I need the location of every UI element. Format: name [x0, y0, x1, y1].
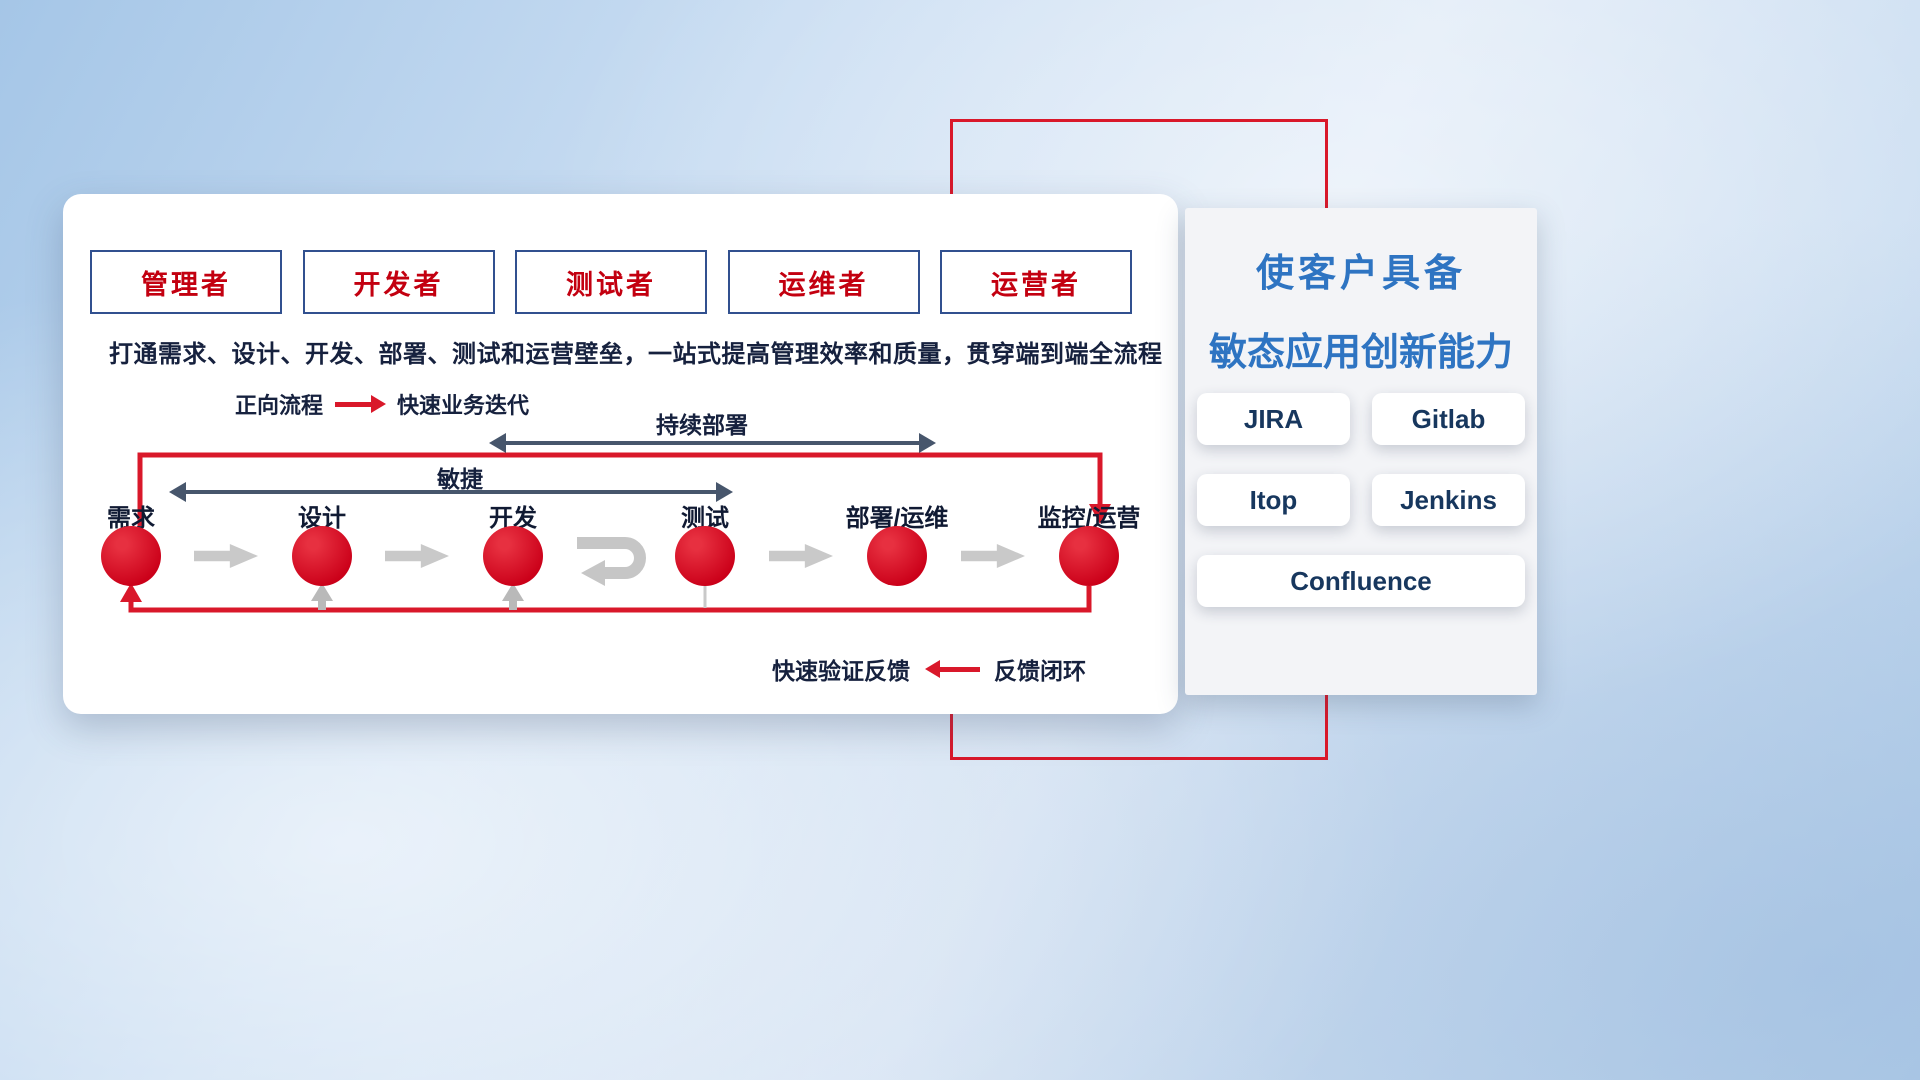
panel-title-line2: 敏态应用创新能力 — [1208, 332, 1513, 374]
legend-forward-label: 正向流程 — [235, 393, 324, 418]
stage-circle-deploy-ops — [867, 526, 927, 586]
dev-feedback-arrow-icon — [502, 583, 524, 601]
process-description: 打通需求、设计、开发、部署、测试和运营壁垒，一站式提高管理效率和质量，贯穿端到端… — [109, 341, 1163, 368]
feedback-loop-path — [128, 586, 1092, 613]
legend-feedback-value: 反馈闭环 — [994, 658, 1086, 684]
panel-title-line1: 使客户具备 — [1255, 253, 1466, 295]
stage-circle-monitor-operate — [1059, 526, 1119, 586]
stage-circle-requirements — [101, 526, 161, 586]
role-label: 运维者 — [778, 269, 869, 300]
agile-label: 敏捷 — [437, 466, 483, 492]
role-box-ops: 运维者 — [727, 250, 920, 314]
iteration-loop-icon — [577, 537, 646, 579]
role-label: 管理者 — [141, 269, 231, 300]
tool-chip-itop: Itop — [1197, 474, 1350, 526]
tool-chip-jenkins: Jenkins — [1372, 474, 1525, 526]
forward-loop-arrowhead-icon — [1089, 504, 1111, 524]
design-feedback-arrow-icon — [311, 583, 333, 601]
continuous-deploy-label: 持续部署 — [656, 412, 748, 438]
role-label: 测试者 — [566, 269, 656, 300]
roles-row: 管理者 开发者 测试者 运维者 运营者 — [90, 250, 1132, 314]
stage-circle-development — [483, 526, 543, 586]
continuous-deploy-arrow-icon — [506, 441, 919, 445]
legend-forward-flow: 正向流程 快速业务迭代 — [235, 388, 529, 420]
agile-arrow-icon — [186, 490, 716, 494]
forward-loop-path — [137, 452, 1103, 526]
legend-forward-value: 快速业务迭代 — [397, 393, 530, 418]
devops-flow-card: 管理者 开发者 测试者 运维者 运营者 打通需求、设计、开发、部署、测试和运营壁… — [63, 194, 1178, 714]
role-box-tester: 测试者 — [515, 250, 707, 314]
legend-feedback-loop: 快速验证反馈 反馈闭环 — [772, 652, 1086, 686]
iteration-loop-arrowhead-icon — [581, 560, 605, 586]
role-box-developer: 开发者 — [302, 250, 495, 314]
stage-circle-testing — [675, 526, 735, 586]
role-box-manager: 管理者 — [90, 250, 282, 314]
tool-chip-gitlab: Gitlab — [1372, 393, 1525, 445]
stage-circle-design — [292, 526, 352, 586]
flow-loop-overlay — [120, 452, 1111, 613]
tools-grid: JIRA Gitlab Itop Jenkins Confluence — [1197, 393, 1525, 607]
role-label: 运营者 — [991, 269, 1081, 300]
feedback-red-arrow-icon — [940, 666, 980, 672]
tool-chip-jira: JIRA — [1197, 393, 1350, 445]
tool-chip-confluence: Confluence — [1197, 555, 1525, 607]
role-box-operator: 运营者 — [940, 250, 1132, 314]
legend-feedback-label: 快速验证反馈 — [772, 658, 910, 684]
forward-red-arrow-icon — [335, 401, 372, 407]
feedback-loop-arrowhead-icon — [120, 583, 142, 602]
capability-panel: 使客户具备 敏态应用创新能力 JIRA Gitlab Itop Jenkins … — [1185, 208, 1537, 695]
role-label: 开发者 — [353, 269, 444, 300]
